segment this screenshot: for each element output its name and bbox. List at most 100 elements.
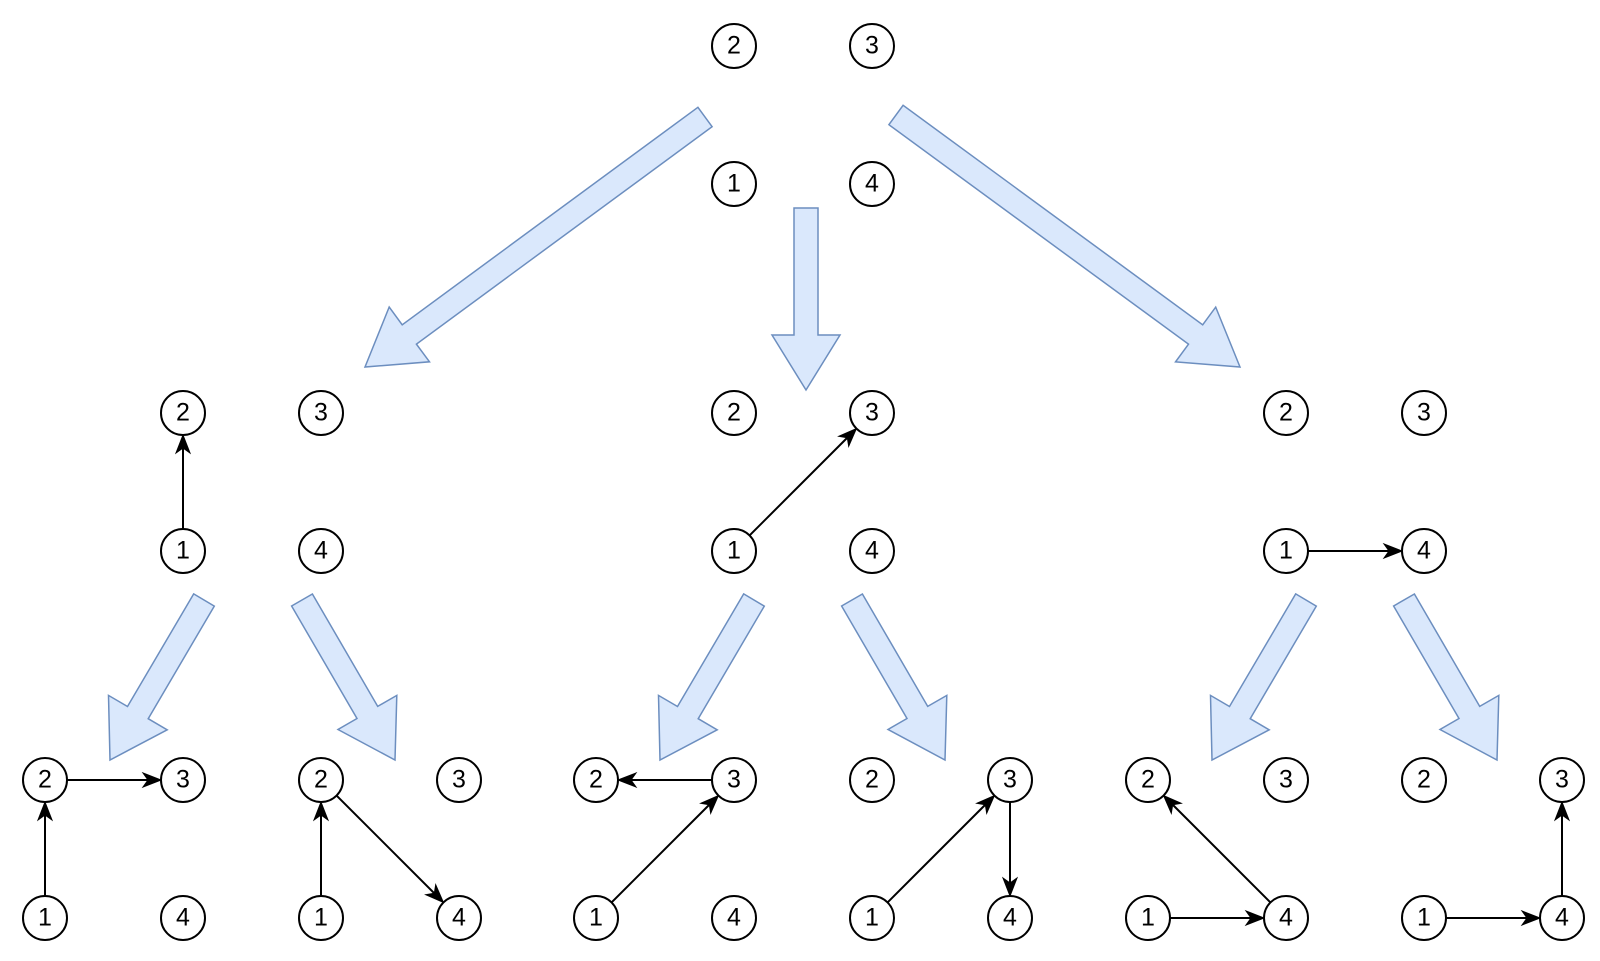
node-label-L2f-2: 2	[1417, 766, 1431, 794]
edge-arrowhead-L2a-2-3	[141, 771, 163, 789]
edge-arrowhead-L2d-1-3	[975, 794, 996, 815]
node-circle-L2f-2	[1401, 757, 1447, 803]
edge-arrowhead-L2b-2-4	[424, 883, 445, 904]
transition-arrow-root-L1c	[887, 104, 1242, 368]
node-circle-L2d-4	[987, 895, 1033, 941]
node-circle-L2c-3	[711, 757, 757, 803]
graph-L1a: 1 2 3 4	[160, 390, 344, 574]
transition-arrow-L1b-L2d	[840, 592, 948, 762]
node-label-L1a-4: 4	[314, 537, 328, 565]
transition-arrow-L1b-L2c	[657, 592, 766, 762]
node-label-L2b-1: 1	[314, 904, 328, 932]
node-circle-L2e-3	[1263, 757, 1309, 803]
node-circle-L2a-3	[160, 757, 206, 803]
graph-L2c: 1 2 3 4	[573, 757, 757, 941]
node-circle-L2c-1	[573, 895, 619, 941]
edge-L2d-1-3	[886, 804, 986, 904]
node-circle-L2d-2	[849, 757, 895, 803]
edge-arrowhead-L2e-1-4	[1244, 909, 1266, 927]
node-label-L2c-2: 2	[589, 766, 603, 794]
node-label-L2a-4: 4	[176, 904, 190, 932]
edge-arrowhead-L2c-3-2	[616, 771, 638, 789]
transition-arrow-L1c-L2e	[1209, 592, 1318, 762]
node-label-L1c-1: 1	[1279, 537, 1293, 565]
node-label-root-4: 4	[865, 170, 879, 198]
node-label-L1b-1: 1	[727, 537, 741, 565]
node-label-L1b-2: 2	[727, 399, 741, 427]
node-circle-L1b-1	[711, 528, 757, 574]
edge-arrowhead-L2e-4-2	[1162, 794, 1183, 815]
node-circle-L1c-4	[1401, 528, 1447, 574]
node-label-L2a-1: 1	[38, 904, 52, 932]
edge-L2e-4-2	[1172, 804, 1272, 904]
node-circle-root-1	[711, 161, 757, 207]
node-circle-root-4	[849, 161, 895, 207]
edge-L2b-2-4	[335, 794, 435, 894]
node-label-L2c-1: 1	[589, 904, 603, 932]
node-circle-L1a-3	[298, 390, 344, 436]
edge-arrowhead-L2b-1-2	[312, 800, 330, 822]
node-circle-L2d-3	[987, 757, 1033, 803]
node-circle-L2b-3	[436, 757, 482, 803]
node-circle-L1c-1	[1263, 528, 1309, 574]
edge-arrowhead-L2c-1-3	[699, 794, 720, 815]
node-label-L2d-4: 4	[1003, 904, 1017, 932]
node-circle-L2b-1	[298, 895, 344, 941]
node-circle-L1b-4	[849, 528, 895, 574]
node-circle-L1c-3	[1401, 390, 1447, 436]
edge-arrowhead-L2d-3-4	[1001, 876, 1019, 898]
node-label-L1b-4: 4	[865, 537, 879, 565]
node-circle-L2f-3	[1539, 757, 1585, 803]
transition-arrow-L1c-L2f	[1392, 592, 1500, 762]
node-circle-L1a-2	[160, 390, 206, 436]
node-circle-L2f-4	[1539, 895, 1585, 941]
edge-arrowhead-L2f-4-3	[1553, 800, 1571, 822]
node-circle-L2e-4	[1263, 895, 1309, 941]
edge-arrowhead-L1b-1-3	[837, 427, 858, 448]
node-circle-L2b-2	[298, 757, 344, 803]
node-label-L2c-4: 4	[727, 904, 741, 932]
node-label-L2e-4: 4	[1279, 904, 1293, 932]
graph-edges	[36, 427, 1571, 927]
node-circle-L2a-2	[22, 757, 68, 803]
node-label-L2f-4: 4	[1555, 904, 1569, 932]
transition-arrow-L1a-L2b	[290, 592, 398, 762]
node-label-L2e-2: 2	[1141, 766, 1155, 794]
node-circle-L2b-4	[436, 895, 482, 941]
node-label-L2d-2: 2	[865, 766, 879, 794]
node-circle-L2c-2	[573, 757, 619, 803]
node-label-L2a-3: 3	[176, 766, 190, 794]
transition-arrows	[107, 104, 1500, 762]
node-label-L1a-2: 2	[176, 399, 190, 427]
edge-arrowhead-L1a-1-2	[174, 433, 192, 455]
node-circle-L1a-4	[298, 528, 344, 574]
transition-arrow-L1a-L2a	[107, 592, 216, 762]
node-label-L1c-4: 4	[1417, 537, 1431, 565]
node-label-L2b-3: 3	[452, 766, 466, 794]
transition-arrow-root-L1a	[363, 106, 714, 368]
node-label-L2c-3: 3	[727, 766, 741, 794]
node-circle-L2a-4	[160, 895, 206, 941]
node-label-L1a-3: 3	[314, 399, 328, 427]
node-circle-L2e-2	[1125, 757, 1171, 803]
edge-arrowhead-L2a-1-2	[36, 800, 54, 822]
transition-arrow-root-L1b	[770, 207, 842, 392]
node-label-L1a-1: 1	[176, 537, 190, 565]
node-circle-L2a-1	[22, 895, 68, 941]
node-circle-root-2	[711, 23, 757, 69]
node-circle-L1a-1	[160, 528, 206, 574]
node-circle-L2e-1	[1125, 895, 1171, 941]
edge-L1b-1-3	[748, 437, 848, 537]
node-circle-root-3	[849, 23, 895, 69]
edge-arrowhead-L1c-1-4	[1382, 542, 1404, 560]
node-label-L2b-4: 4	[452, 904, 466, 932]
